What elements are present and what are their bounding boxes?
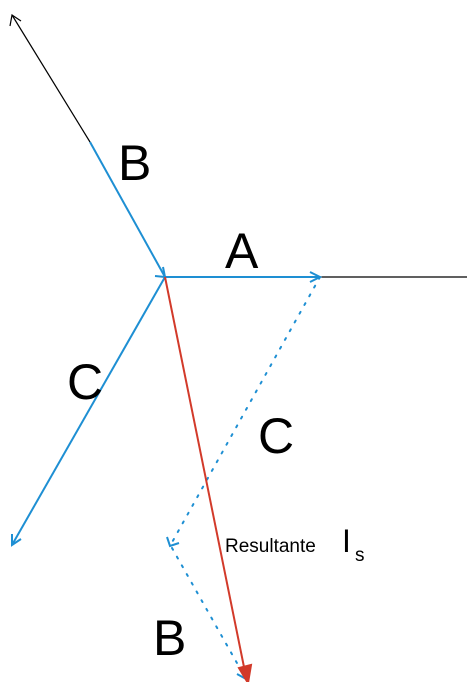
- reference-axes: [9, 13, 467, 278]
- construction-vectors: [166, 276, 321, 681]
- resultant-arrowhead: [237, 663, 253, 682]
- vector-c: [11, 276, 166, 546]
- dotted-vector-c: [169, 276, 321, 547]
- vector-c-arrowhead: [11, 534, 22, 547]
- label-c-sum: C: [258, 408, 294, 464]
- label-b-phase: B: [118, 135, 151, 191]
- phase-vectors: [11, 141, 323, 547]
- label-a: A: [225, 223, 259, 279]
- label-c-phase: C: [67, 354, 103, 410]
- vector-b: [89, 141, 166, 278]
- resultant-line: [164, 276, 246, 673]
- label-resultant-word: Resultante: [225, 536, 316, 557]
- reference-axis-diagonal: [11, 14, 91, 143]
- resultant-vector: [164, 276, 253, 682]
- label-b-sum: B: [153, 610, 186, 666]
- label-resultant-subscript: s: [355, 545, 365, 566]
- label-resultant-symbol: I: [342, 523, 351, 559]
- reference-axis-arrowhead: [9, 13, 22, 27]
- dotted-vector-c-arrowhead: [166, 536, 180, 548]
